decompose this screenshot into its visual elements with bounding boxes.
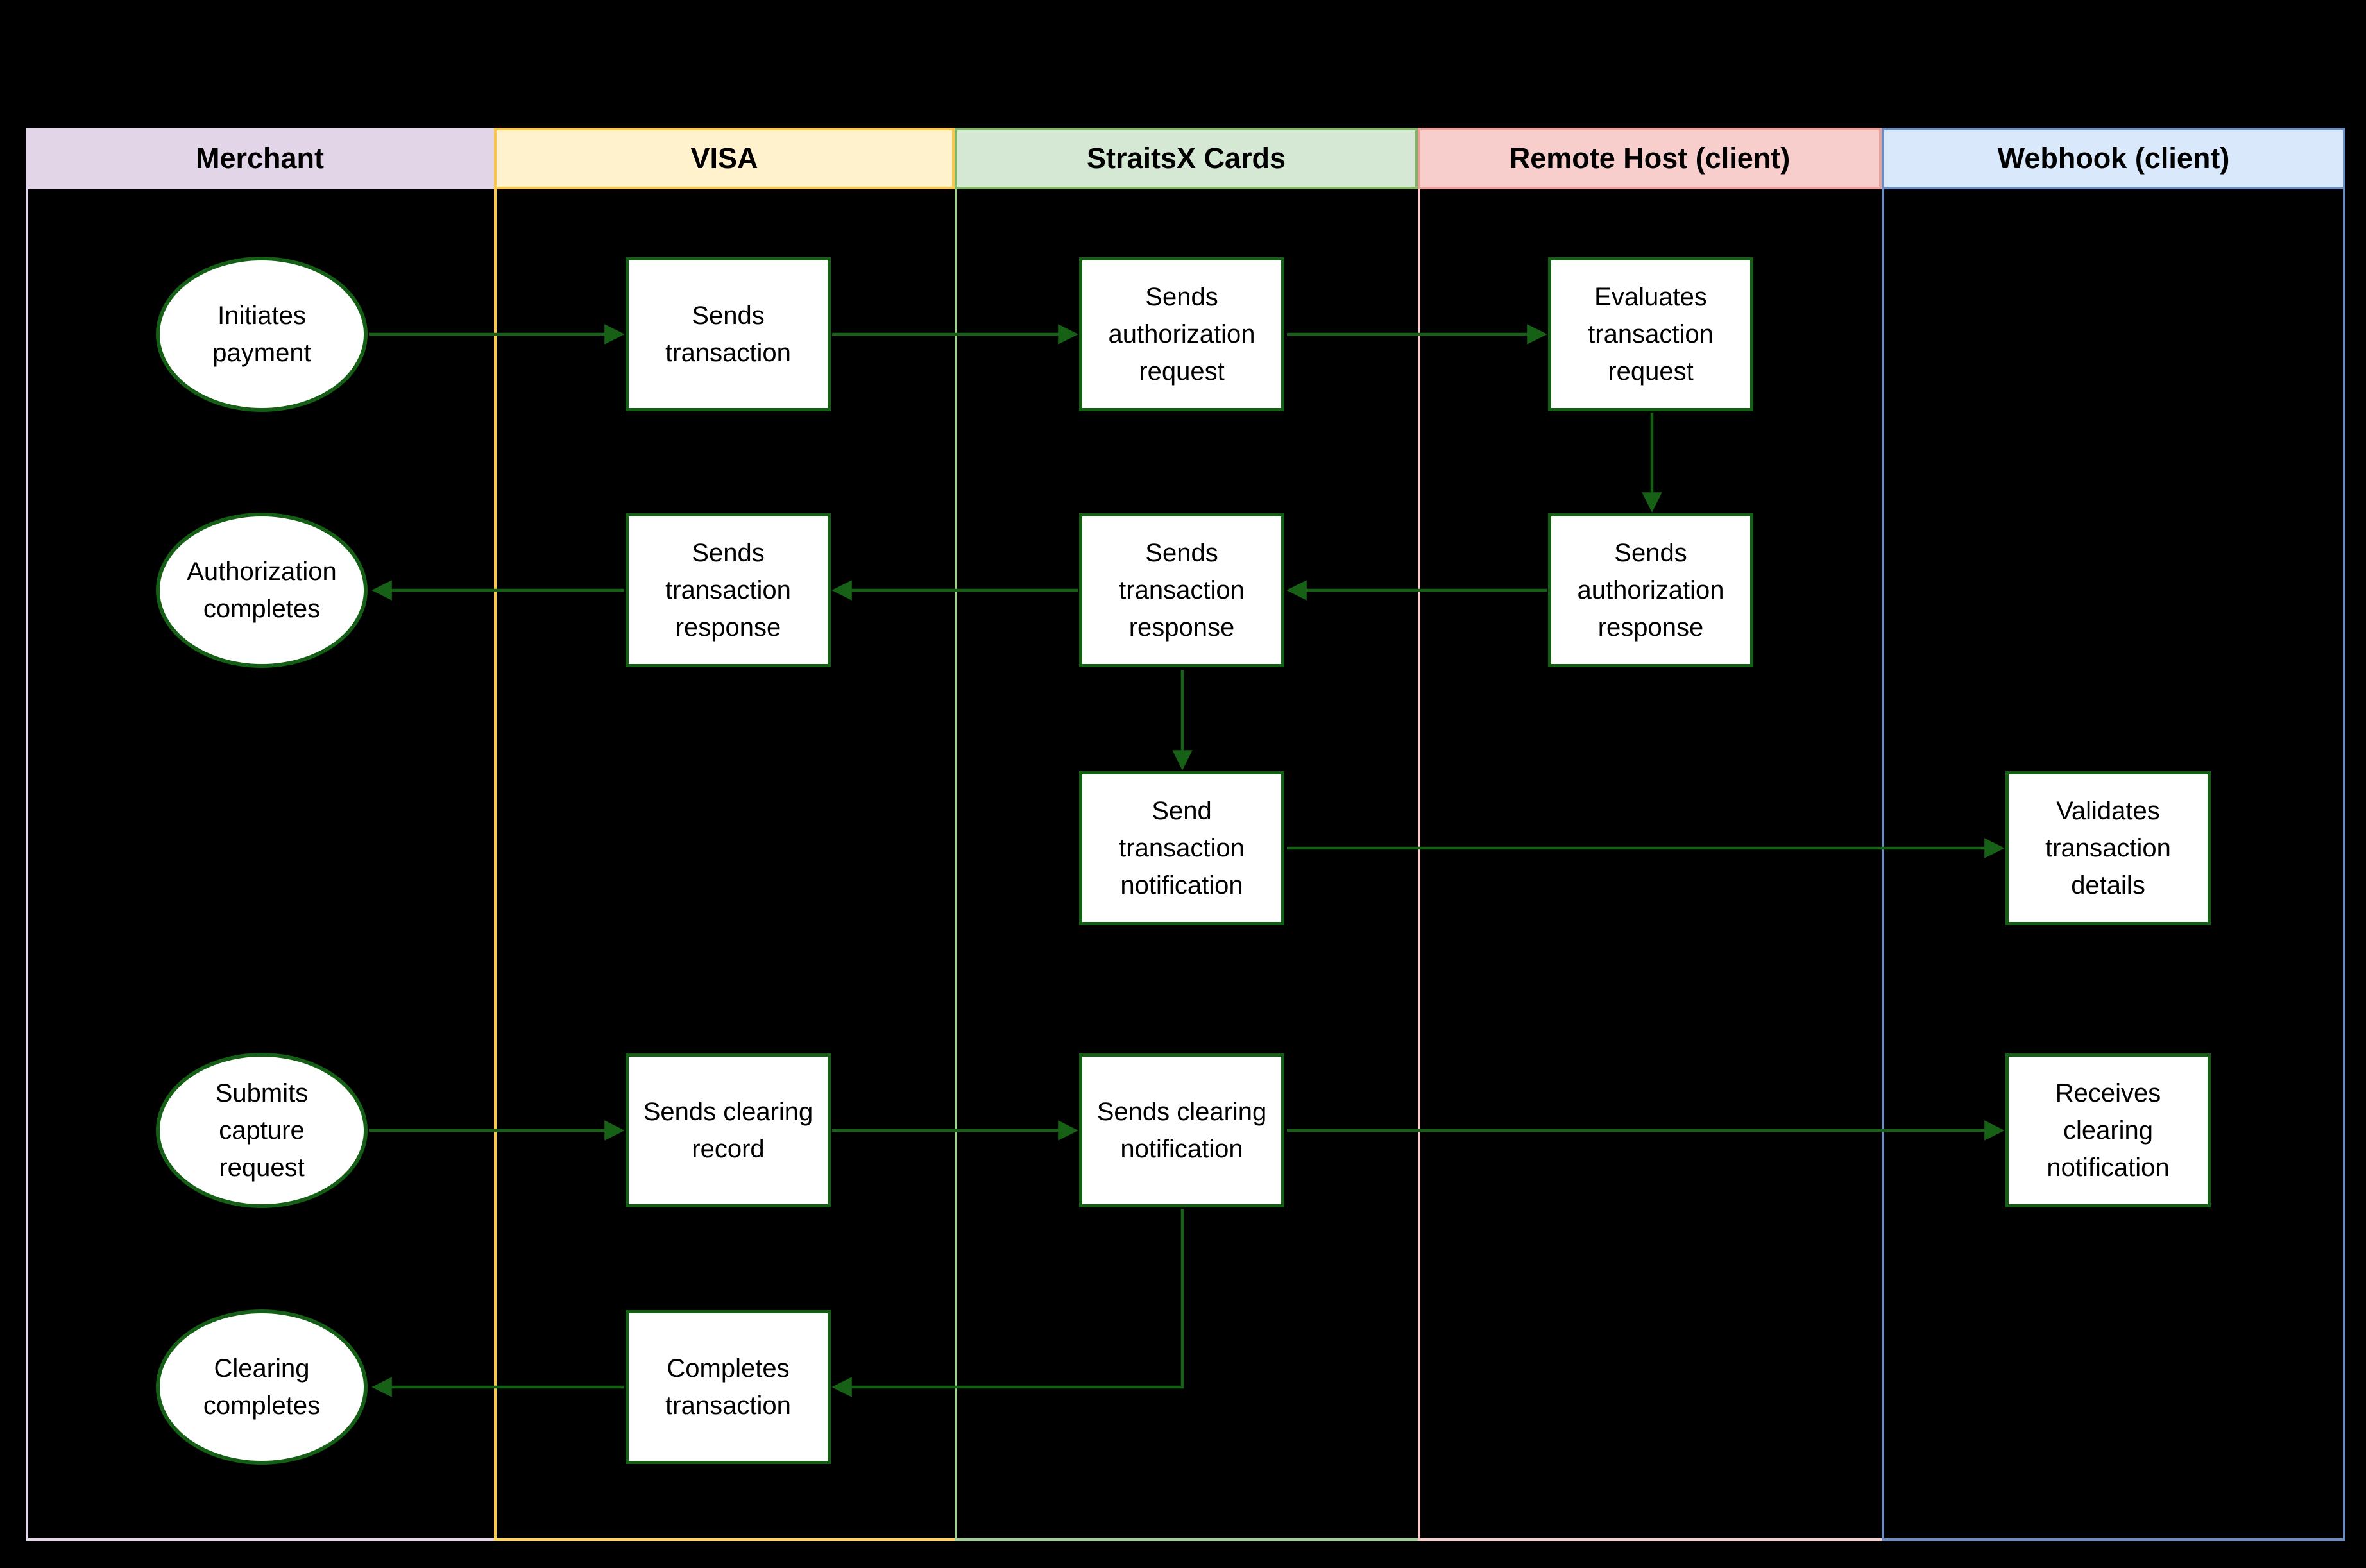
node-sends-authorization-request: Sends authorization request [1079, 257, 1284, 411]
lane-divider-remote-webhook [1882, 128, 1884, 1541]
node-label: Submits capture request [215, 1079, 309, 1182]
node-label: Completes transaction [665, 1354, 791, 1420]
lane-divider-merchant-visa [494, 128, 497, 1541]
node-label: Sends transaction response [665, 539, 791, 642]
node-label: Sends authorization request [1108, 283, 1255, 386]
node-label: Receives clearing notification [2047, 1079, 2170, 1182]
lane-header-straitsx: StraitsX Cards [955, 128, 1418, 189]
lane-header-label: Webhook (client) [1997, 142, 2230, 175]
lane-header-label: VISA [690, 142, 758, 175]
node-submits-capture-request: Submits capture request [156, 1053, 368, 1208]
pool-bottom-border-visa [494, 1538, 955, 1541]
node-sends-transaction-response-straitsx: Sends transaction response [1079, 513, 1284, 667]
node-label: Sends clearing record [643, 1098, 813, 1163]
lane-divider-visa-straitsx [955, 128, 957, 1541]
node-validates-transaction-details: Validates transaction details [2005, 771, 2211, 925]
node-label: Sends authorization response [1577, 539, 1724, 642]
node-evaluates-transaction-request: Evaluates transaction request [1548, 257, 1753, 411]
lane-header-visa: VISA [494, 128, 955, 189]
node-label: Evaluates transaction request [1588, 283, 1714, 386]
pool-bottom-border-straitsx [955, 1538, 1418, 1541]
node-sends-clearing-notification: Sends clearing notification [1079, 1053, 1284, 1207]
node-clearing-completes: Clearing completes [156, 1309, 368, 1465]
lane-divider-straitsx-remote [1418, 128, 1420, 1541]
pool-bottom-border-remote [1418, 1538, 1882, 1541]
node-sends-authorization-response: Sends authorization response [1548, 513, 1753, 667]
pool-right-border [2343, 128, 2345, 1541]
pool-left-border [26, 128, 28, 1541]
node-label: Send transaction notification [1119, 797, 1245, 899]
node-label: Initiates payment [212, 302, 311, 367]
node-authorization-completes: Authorization completes [156, 513, 368, 668]
node-label: Sends transaction response [1119, 539, 1245, 642]
node-sends-transaction: Sends transaction [626, 257, 831, 411]
node-receives-clearing-notification: Receives clearing notification [2005, 1053, 2211, 1207]
node-initiates-payment: Initiates payment [156, 257, 368, 412]
node-sends-clearing-record: Sends clearing record [626, 1053, 831, 1207]
node-label: Authorization completes [187, 558, 337, 623]
pool-bottom-border-merchant [26, 1538, 494, 1541]
lane-header-label: Merchant [195, 142, 325, 175]
node-label: Sends transaction [665, 302, 791, 367]
node-completes-transaction: Completes transaction [626, 1310, 831, 1464]
edge-clearing-notification-to-completes [831, 1209, 1184, 1397]
lane-header-label: StraitsX Cards [1086, 142, 1286, 175]
node-label: Clearing completes [203, 1354, 321, 1420]
pool-bottom-border-webhook [1882, 1538, 2345, 1541]
lane-header-webhook: Webhook (client) [1882, 128, 2345, 189]
lane-header-merchant: Merchant [26, 128, 494, 189]
lane-header-remote-host: Remote Host (client) [1418, 128, 1882, 189]
node-sends-transaction-response-visa: Sends transaction response [626, 513, 831, 667]
node-label: Sends clearing notification [1096, 1098, 1267, 1163]
node-send-transaction-notification: Send transaction notification [1079, 771, 1284, 925]
node-label: Validates transaction details [2045, 797, 2171, 899]
lane-header-label: Remote Host (client) [1509, 142, 1791, 175]
